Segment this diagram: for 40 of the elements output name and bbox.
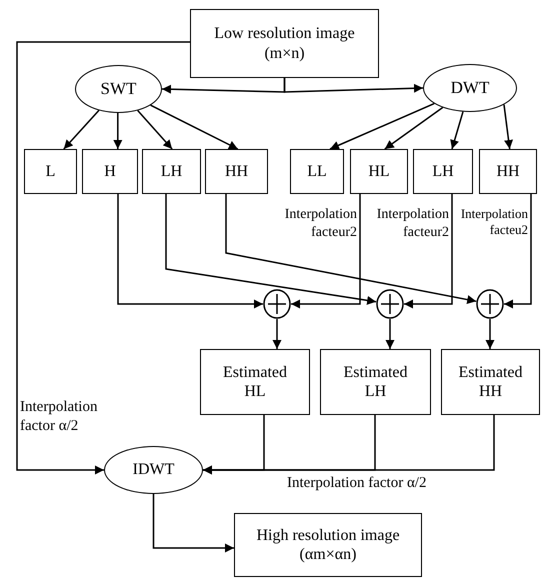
- process-ellipse: SWT: [75, 65, 162, 113]
- process-box: HH: [479, 149, 537, 194]
- arrow: [504, 194, 532, 308]
- process-box: Estimated HL: [200, 349, 310, 415]
- arrow: [150, 104, 238, 150]
- summing-junction: [476, 289, 504, 319]
- arrow: [386, 319, 394, 349]
- arrow: [486, 319, 494, 349]
- process-box: Low resolution image (m×n): [190, 9, 379, 78]
- process-ellipse: IDWT: [104, 446, 203, 494]
- arrow: [152, 494, 234, 552]
- arrow: [203, 415, 495, 474]
- arrow: [284, 78, 424, 93]
- arrow: [137, 110, 173, 150]
- arrow: [16, 41, 190, 474]
- arrow: [503, 104, 514, 150]
- process-ellipse: DWT: [423, 64, 517, 112]
- arrow: [291, 194, 361, 308]
- process-box: LH: [413, 149, 473, 194]
- arrow: [330, 102, 434, 150]
- arrow: [113, 113, 122, 149]
- arrow: [225, 194, 476, 304]
- arrow: [404, 194, 453, 308]
- process-box: L: [24, 149, 77, 194]
- process-box: H: [82, 149, 138, 194]
- arrow: [63, 110, 100, 150]
- process-box: Estimated LH: [320, 349, 431, 415]
- process-box: High resolution image (αm×αn): [234, 513, 422, 577]
- arrow: [450, 111, 464, 150]
- arrow: [272, 319, 282, 349]
- process-box: Estimated HH: [441, 349, 540, 415]
- summing-junction: [376, 289, 404, 319]
- arrow: [165, 194, 376, 305]
- summing-junction: [263, 289, 291, 319]
- arrow: [117, 194, 263, 308]
- process-box: LL: [290, 149, 344, 194]
- process-box: LH: [142, 149, 201, 194]
- process-box: HL: [350, 149, 408, 194]
- process-box: HH: [205, 149, 268, 194]
- arrow: [384, 106, 444, 150]
